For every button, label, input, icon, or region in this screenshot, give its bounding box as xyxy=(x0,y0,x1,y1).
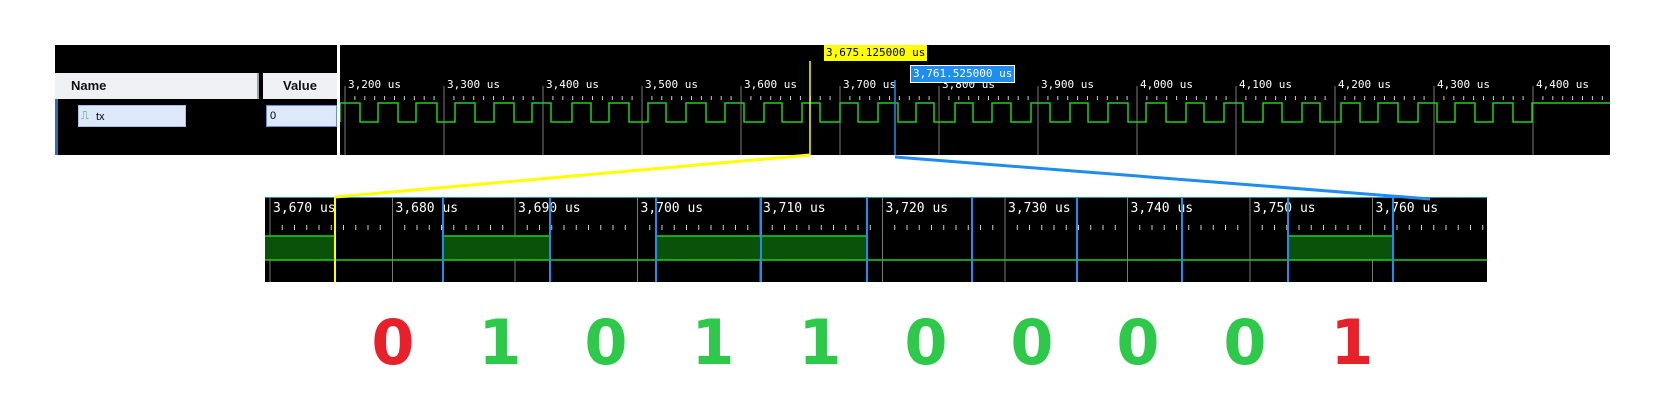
decoded-bit: 0 xyxy=(371,306,415,379)
time-tick-label: 4,000 us xyxy=(1140,78,1193,91)
time-tick-label: 3,720 us xyxy=(886,201,949,216)
high-level-fill xyxy=(761,236,867,260)
time-tick-label: 4,100 us xyxy=(1239,78,1292,91)
decoded-bit: 0 xyxy=(1010,306,1054,379)
time-tick-label: 3,900 us xyxy=(1041,78,1094,91)
time-tick-label: 3,710 us xyxy=(763,201,826,216)
panel-edge xyxy=(55,73,58,155)
time-tick-label: 3,400 us xyxy=(546,78,599,91)
decoded-bit: 0 xyxy=(584,306,628,379)
time-tick-label: 3,730 us xyxy=(1008,201,1071,216)
decoded-bit: 0 xyxy=(904,306,948,379)
time-tick-label: 3,750 us xyxy=(1253,201,1316,216)
decoded-bit: 0 xyxy=(1223,306,1267,379)
value-column-header[interactable]: Value xyxy=(263,73,337,99)
signal-row-tx[interactable]: ⎍ tx xyxy=(78,105,186,127)
time-tick-label: 3,760 us xyxy=(1376,201,1439,216)
time-tick-label: 3,670 us xyxy=(273,201,336,216)
zoom-connector-yellow xyxy=(334,153,811,199)
time-tick-label: 3,600 us xyxy=(744,78,797,91)
decoded-bit: 1 xyxy=(478,306,522,379)
time-tick-label: 3,200 us xyxy=(348,78,401,91)
time-tick-label: 4,300 us xyxy=(1437,78,1490,91)
time-tick-label: 3,300 us xyxy=(447,78,500,91)
time-tick-label: 3,500 us xyxy=(645,78,698,91)
cursor-yellow-label[interactable]: 3,675.125000 us xyxy=(824,45,928,61)
time-tick-label: 3,740 us xyxy=(1131,201,1194,216)
signal-name: tx xyxy=(96,111,105,123)
zoom-connector-blue xyxy=(894,155,1431,201)
signal-waveform xyxy=(340,102,1610,123)
time-tick-label: 4,400 us xyxy=(1536,78,1589,91)
high-level-fill xyxy=(265,236,335,260)
high-level-fill xyxy=(443,236,550,260)
waveform-overview[interactable]: 3,200 us 3,300 us 3,400 us 3,500 us 3,600 us… xyxy=(340,45,1610,155)
decoded-bit: 1 xyxy=(1330,306,1374,379)
high-level-fill xyxy=(656,236,761,260)
time-tick-label: 3,700 us xyxy=(843,78,896,91)
signal-wave-icon: ⎍ xyxy=(81,110,89,122)
waveform-background xyxy=(340,45,1610,155)
cursor-blue-label[interactable]: 3,761.525000 us xyxy=(910,65,1016,83)
high-level-fill xyxy=(1288,236,1393,260)
signal-value: 0 xyxy=(266,105,337,127)
decoded-bit: 1 xyxy=(691,306,735,379)
decoded-bit: 0 xyxy=(1116,306,1160,379)
signal-name-panel: Name Value ⎍ tx 0 xyxy=(55,45,337,155)
decoded-bit: 1 xyxy=(798,306,842,379)
time-tick-label: 4,200 us xyxy=(1338,78,1391,91)
name-column-header[interactable]: Name xyxy=(55,73,259,99)
